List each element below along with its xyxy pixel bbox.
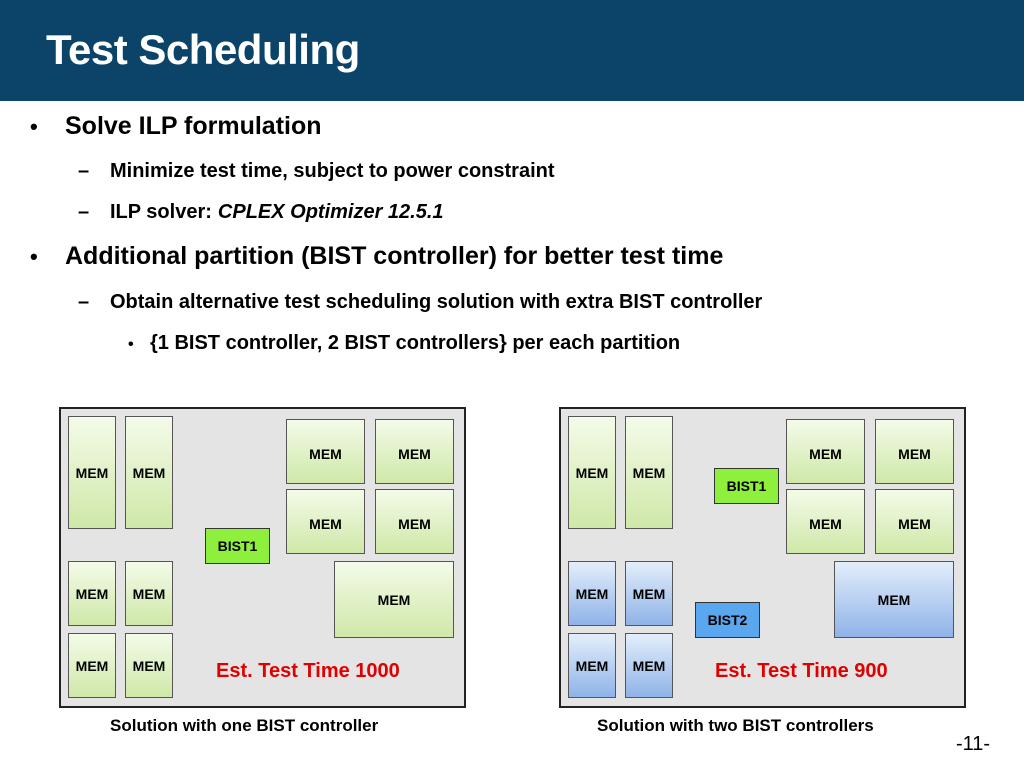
mem-block: MEM bbox=[875, 489, 954, 554]
bist1-controller: BIST1 bbox=[714, 468, 779, 504]
bist1-controller: BIST1 bbox=[205, 528, 270, 564]
bullet-additional-partition: • Additional partition (BIST controller)… bbox=[30, 242, 723, 271]
mem-block: MEM bbox=[286, 489, 365, 554]
mem-block: MEM bbox=[68, 633, 116, 698]
sub-bullet-label: ILP solver: bbox=[110, 201, 212, 223]
right-partition-diagram: MEM MEM BIST1 MEM MEM MEM MEM MEM MEM BI… bbox=[559, 407, 966, 708]
mem-block: MEM bbox=[286, 419, 365, 484]
mem-block: MEM bbox=[68, 416, 116, 529]
mem-block: MEM bbox=[68, 561, 116, 626]
mem-block: MEM bbox=[125, 633, 173, 698]
sub-bullet-text: Obtain alternative test scheduling solut… bbox=[110, 291, 763, 313]
mem-block: MEM bbox=[568, 416, 616, 529]
est-test-time: Est. Test Time 1000 bbox=[216, 660, 400, 682]
right-diagram-caption: Solution with two BIST controllers bbox=[597, 716, 874, 735]
bist2-controller: BIST2 bbox=[695, 602, 760, 638]
mem-block: MEM bbox=[625, 561, 673, 626]
mem-block: MEM bbox=[875, 419, 954, 484]
mem-block: MEM bbox=[625, 633, 673, 698]
title-bar: Test Scheduling bbox=[0, 0, 1024, 101]
mem-block: MEM bbox=[125, 416, 173, 529]
bullet-dot-icon: • bbox=[30, 114, 38, 139]
sub-bullet-text: Minimize test time, subject to power con… bbox=[110, 160, 555, 182]
bullet-dot-icon: • bbox=[30, 244, 38, 269]
bullet-text: Solve ILP formulation bbox=[65, 112, 322, 140]
dash-icon: – bbox=[78, 160, 90, 182]
mem-block: MEM bbox=[786, 489, 865, 554]
solver-name: CPLEX Optimizer 12.5.1 bbox=[217, 201, 444, 223]
sub-bullet-obtain: – Obtain alternative test scheduling sol… bbox=[78, 291, 762, 314]
mem-block: MEM bbox=[834, 561, 954, 638]
mem-block: MEM bbox=[375, 489, 454, 554]
mem-block: MEM bbox=[625, 416, 673, 529]
mem-block: MEM bbox=[568, 561, 616, 626]
left-diagram-caption: Solution with one BIST controller bbox=[110, 716, 379, 735]
left-partition-diagram: MEM MEM MEM MEM MEM MEM BIST1 MEM MEM ME… bbox=[59, 407, 466, 708]
bullet-solve-ilp: • Solve ILP formulation bbox=[30, 112, 322, 141]
mem-block: MEM bbox=[568, 633, 616, 698]
dash-icon: – bbox=[78, 201, 90, 223]
sub-sub-bullet-text: {1 BIST controller, 2 BIST controllers} … bbox=[150, 332, 681, 354]
mem-block: MEM bbox=[334, 561, 454, 638]
bullet-dot-icon: • bbox=[128, 336, 134, 353]
page-number: -11- bbox=[956, 733, 991, 755]
bullet-text: Additional partition (BIST controller) f… bbox=[65, 242, 724, 270]
slide-title: Test Scheduling bbox=[46, 26, 360, 73]
dash-icon: – bbox=[78, 291, 90, 313]
sub-bullet-ilp-solver: – ILP solver: CPLEX Optimizer 12.5.1 bbox=[78, 201, 444, 224]
mem-block: MEM bbox=[375, 419, 454, 484]
est-test-time: Est. Test Time 900 bbox=[715, 660, 888, 682]
mem-block: MEM bbox=[125, 561, 173, 626]
sub-sub-bullet-controllers: • {1 BIST controller, 2 BIST controllers… bbox=[128, 332, 680, 355]
sub-bullet-minimize: – Minimize test time, subject to power c… bbox=[78, 160, 555, 183]
mem-block: MEM bbox=[786, 419, 865, 484]
